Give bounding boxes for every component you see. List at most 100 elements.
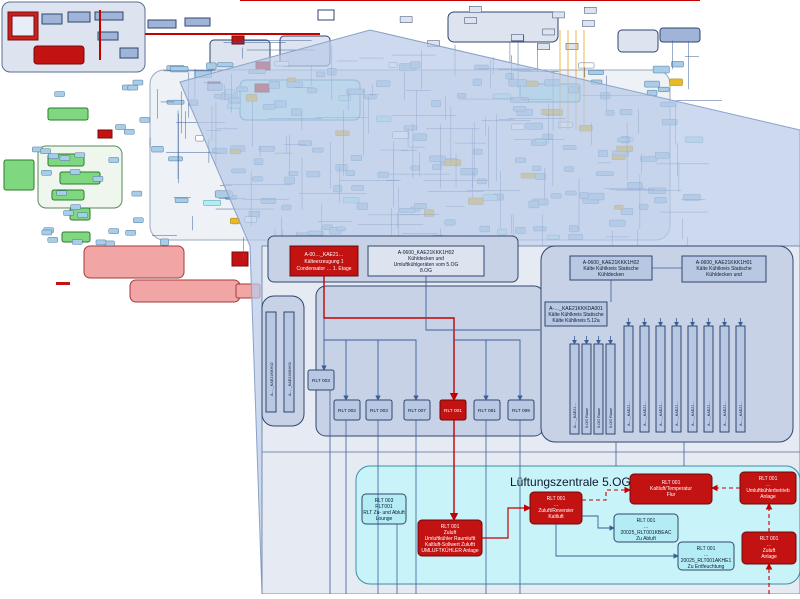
overview-node: [67, 11, 91, 23]
blue-source-line1: A-0600_KAE21KKK1H02: [398, 250, 455, 256]
overview-tiny-node: [48, 153, 59, 159]
cyan-low-box[interactable]: RLT 001 … 20025_RLT001AKHE1 Zu Entfeucht…: [677, 541, 735, 571]
cooling-vertical-label: A-…_KAE21…: [707, 400, 711, 426]
cyan-mid-line1: RLT 001: [637, 518, 656, 524]
overview-tiny-node: [174, 197, 189, 203]
cooling-vertical-node[interactable]: A-…_KAE21…: [655, 325, 666, 433]
overview-red-bar: [33, 45, 85, 65]
cooling-vertical-node[interactable]: A-…_KAE21…: [719, 325, 730, 433]
cyan-mid-line4: Zu Abluft: [636, 536, 656, 542]
vertical-node[interactable]: [265, 311, 277, 413]
cooling-box-2[interactable]: A-0600_KAE21KKK1H01 Kälte Kühlkreis Stat…: [681, 255, 767, 283]
red-source-line2: Kälteerzeugung 1: [304, 259, 343, 265]
overview-tiny-node: [168, 156, 183, 162]
cooling-vertical-node[interactable]: A-…_KAE21…: [687, 325, 698, 433]
overview-tiny-node: [63, 210, 74, 216]
cooling-box-1[interactable]: A-0600_KAE21KKK1H02 Kälte Kühlkreis Stat…: [569, 255, 653, 281]
overview-tiny-node: [70, 204, 81, 210]
overview-tiny-node: [578, 62, 595, 69]
overview-red-node: [231, 35, 245, 45]
overview-tiny-node: [669, 78, 683, 86]
rlt-node-label: RLT 007: [408, 408, 426, 414]
rlt-node[interactable]: RLT 001: [439, 399, 467, 421]
cooling-vertical-node[interactable]: 5.OG Raum: [593, 343, 604, 435]
rlt-single-box[interactable]: [307, 369, 335, 391]
blue-source-box[interactable]: [367, 245, 485, 277]
cooling-vertical-label: A-…_KAE21…: [627, 400, 631, 426]
overview-node: [659, 27, 701, 43]
overview-tiny-node: [160, 238, 169, 246]
red-right2-box[interactable]: RLT 001 … Zuluft Anlage: [741, 531, 797, 565]
overview-tiny-node: [139, 117, 151, 123]
overview-tiny-node: [652, 65, 670, 74]
rlt-node[interactable]: RLT 099: [507, 399, 535, 421]
cooling-box-1-line2: Kälte Kühlkreis Statische: [583, 266, 639, 272]
cooling-vertical-node[interactable]: A-…_KAE21…: [735, 325, 746, 433]
cooling-box-2-line2: Kälte Kühlkreis Statische: [696, 266, 752, 272]
rlt-node[interactable]: RLT 007: [403, 399, 431, 421]
flow-line: [323, 318, 349, 401]
overview-tiny-node: [133, 217, 144, 223]
red-right1-line3: Umluftkühlerbetrieb: [746, 488, 790, 494]
cooling-box-3-rect[interactable]: [544, 301, 608, 327]
rlt-node[interactable]: RLT 002: [333, 399, 361, 421]
cooling-vertical-node[interactable]: A-…_KAE21…: [569, 343, 580, 435]
overview-tiny-node: [125, 230, 136, 236]
cooling-group: [540, 245, 794, 443]
rlt003-line4: Lounge: [376, 516, 393, 522]
cooling-box-3[interactable]: A-…_KAE21KKKDA001 Kälte Kühlkreis Statis…: [544, 301, 608, 327]
overview-tiny-node: [108, 228, 119, 234]
red-right1-box[interactable]: RLT 001 … Umluftkühlerbetrieb Anlage: [739, 471, 797, 505]
overview-group: [447, 11, 559, 43]
overview-tiny-node: [115, 124, 126, 130]
rlt-node[interactable]: RLT 003: [365, 399, 393, 421]
rlt-single-node[interactable]: RLT 003: [307, 369, 335, 391]
red-mid-line1: RLT 001: [547, 496, 566, 502]
flow-line: [425, 276, 540, 331]
cooling-vertical-node[interactable]: A-…_KAE21…: [703, 325, 714, 433]
cooling-box-2-rect[interactable]: [681, 255, 767, 283]
overview-node: [97, 31, 119, 41]
red-top-box[interactable]: RLT 001 Kaltluft/Temperatur Flur: [629, 473, 713, 505]
cooling-vertical-label: A-…_KAE21…: [643, 400, 647, 426]
overview-tiny-node: [511, 34, 524, 41]
cyan-mid-box[interactable]: RLT 001 … 20025_RLT001KBEAC Zu Abluft: [613, 513, 679, 543]
red-top-line3: Flur: [667, 492, 676, 498]
red-mid-box[interactable]: RLT 001 … Zuluft/Reversier Kaltluft: [529, 491, 583, 525]
rlt003-rect[interactable]: [361, 493, 407, 525]
cooling-vertical-node[interactable]: A-…_KAE21…: [671, 325, 682, 433]
overview-tiny-node: [72, 239, 83, 245]
rlt003-box[interactable]: RLT 003 RLT001 RLT Zu- und Abluft Lounge: [361, 493, 407, 525]
overview-node: [317, 9, 335, 21]
red-dashed-line: [582, 486, 632, 501]
red-main-box[interactable]: RLT 001 Zuluft Umluftkühler Raumluftt Ka…: [417, 519, 483, 557]
red-top-line1: RLT 001: [662, 480, 681, 486]
red-source-node[interactable]: A-00…_KAE21… Kälteerzeugung 1 Condensato…: [289, 245, 359, 277]
red-right2-line4: Anlage: [761, 554, 777, 560]
overview-pink-zone: [129, 279, 241, 303]
rlt003-line3: RLT Zu- und Abluft: [363, 510, 405, 516]
cooling-vertical-node[interactable]: 5.OG Raum: [605, 343, 616, 435]
cooling-vertical-node[interactable]: A-…_KAE21…: [623, 325, 634, 433]
overview-green-node: [3, 159, 35, 191]
vertical-label: A-…_KAE21KKH02: [270, 362, 274, 396]
cooling-box-3-line2: Kälte Kühlkreis Statische: [548, 312, 604, 318]
cyan-low-line3: 20025_RLT001AKHE1: [681, 558, 732, 564]
cyan-low-line2: …: [704, 552, 709, 558]
overview-tiny-node: [582, 20, 595, 27]
red-main-line1: RLT 001: [441, 524, 460, 530]
cooling-vertical-node[interactable]: 5.OG Raum: [581, 343, 592, 435]
flow-line: [582, 515, 615, 531]
overview-red-node: [97, 129, 113, 139]
rlt-node[interactable]: RLT 081: [473, 399, 501, 421]
red-right2-line1: RLT 001: [760, 536, 779, 542]
cooling-box-1-rect[interactable]: [569, 255, 653, 281]
blue-source-node[interactable]: A-0600_KAE21KKK1H02 Kühldecken und Umluf…: [367, 245, 485, 277]
cooling-vertical-node[interactable]: A-…_KAE21…: [639, 325, 650, 433]
overview-tiny-node: [54, 91, 65, 97]
flow-line: [555, 524, 679, 559]
vertical-node[interactable]: [283, 311, 295, 413]
